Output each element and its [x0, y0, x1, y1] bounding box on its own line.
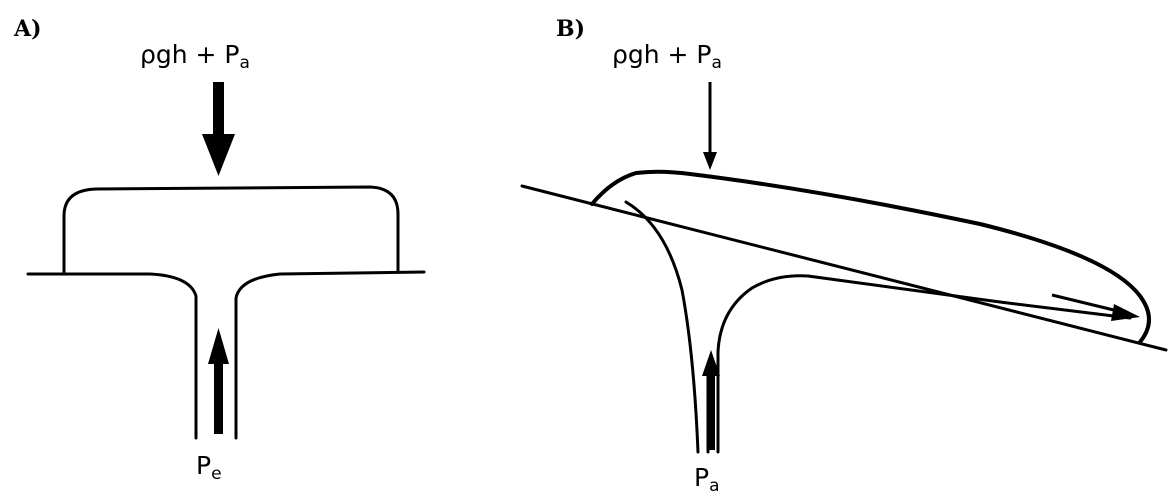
panel-b-label: B) — [556, 16, 585, 42]
panel-a-bottom-pressure-label: Pe — [196, 451, 222, 484]
panel-a-down-arrow — [202, 82, 235, 176]
panel-a-ground-right — [234, 270, 426, 440]
panel-a-label: A) — [13, 16, 41, 42]
panel-a-lava-dome — [62, 185, 400, 276]
panel-a-top-load-label: ρgh + Pa — [140, 40, 250, 73]
panel-b-conduit-left — [624, 200, 700, 454]
panel-b-conduit-right — [716, 274, 1132, 454]
panel-b-flow-top — [590, 169, 1151, 344]
panel-b-flow-arrow — [1051, 293, 1140, 321]
panel-b: B) ρgh + Pa Pa — [520, 16, 1168, 496]
panel-a-ground-left — [26, 272, 198, 440]
panel-b-down-arrow — [703, 82, 717, 170]
panel-b-bottom-pressure-label: Pa — [694, 463, 720, 496]
panel-a: A) ρgh + Pa Pe — [13, 16, 426, 484]
panel-b-up-arrow — [702, 350, 720, 450]
panel-a-up-arrow — [208, 328, 229, 434]
panel-b-slope — [520, 184, 1168, 352]
panel-b-top-load-label: ρgh + Pa — [612, 40, 722, 73]
